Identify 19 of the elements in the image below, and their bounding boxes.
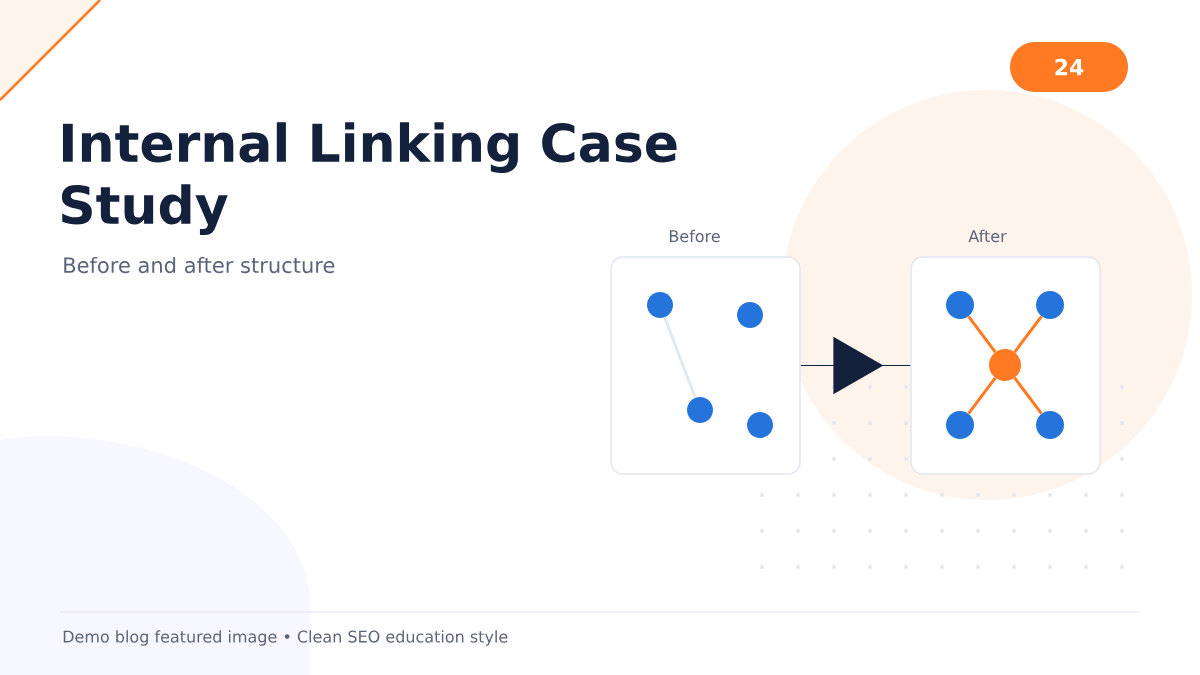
node-dot <box>946 291 974 319</box>
footer-text: Demo blog featured image • Clean SEO education style <box>63 630 508 646</box>
node-dot <box>1036 411 1064 439</box>
link-line <box>663 316 697 399</box>
link-line <box>967 315 997 353</box>
node-dot <box>647 292 673 318</box>
node-dot <box>737 302 763 328</box>
panel-heading: After <box>968 229 1007 243</box>
link-line <box>1013 315 1043 353</box>
node-dot <box>989 349 1021 381</box>
link-line <box>967 377 997 415</box>
subtitle: Before and after structure <box>64 256 335 274</box>
page-number-badge: 24 <box>1010 42 1128 92</box>
node-dot <box>946 411 974 439</box>
node-dot <box>687 397 713 423</box>
node-dot <box>747 412 773 438</box>
flow-arrow <box>800 336 911 395</box>
link-line <box>1013 377 1043 415</box>
node-dot <box>1036 291 1064 319</box>
